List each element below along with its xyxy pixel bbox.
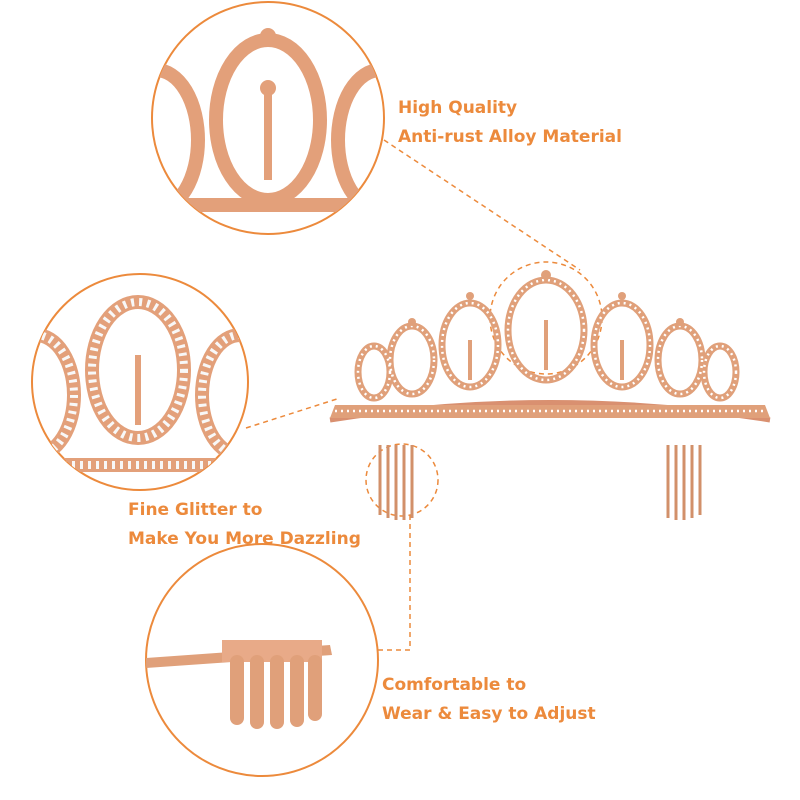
callout-comfort-line2: Wear & Easy to Adjust bbox=[382, 704, 596, 724]
callout-glitter-line2: Make You More Dazzling bbox=[128, 529, 361, 549]
callout-comfort-line1: Comfortable to bbox=[382, 675, 527, 695]
tiara bbox=[329, 270, 771, 520]
detail-glitter bbox=[31, 273, 249, 491]
callout-alloy: High Quality Anti-rust Alloy Material bbox=[398, 94, 622, 152]
callout-glitter-line1: Fine Glitter to bbox=[128, 500, 263, 520]
callout-glitter: Fine Glitter to Make You More Dazzling bbox=[128, 496, 361, 554]
detail-alloy bbox=[151, 1, 385, 235]
callout-alloy-line2: Anti-rust Alloy Material bbox=[398, 127, 622, 147]
callout-alloy-line1: High Quality bbox=[398, 98, 518, 118]
detail-comb bbox=[145, 543, 379, 777]
callout-comfort: Comfortable to Wear & Easy to Adjust bbox=[382, 671, 596, 729]
